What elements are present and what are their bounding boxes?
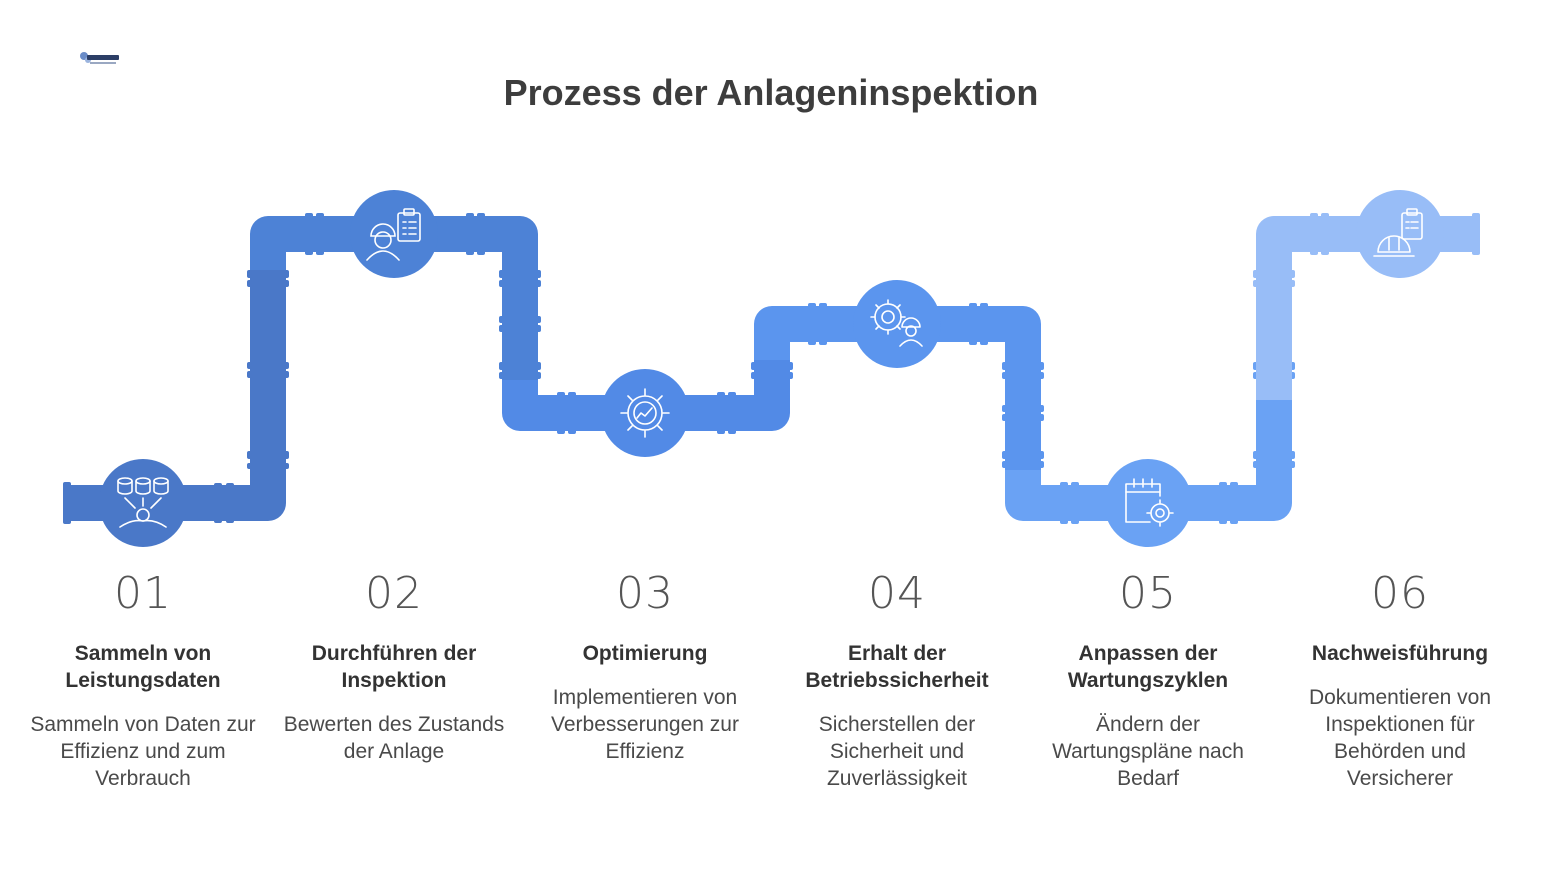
gear-trend-icon [601, 369, 689, 457]
step-description: Sammeln von Daten zur Effizienz und zum … [30, 713, 256, 790]
step-4: 04 Erhalt der Betriebssicherheit Sichers… [782, 566, 1012, 792]
step-2: 02 Durchführen der Inspektion Bewerten d… [279, 566, 509, 765]
calendar-gear-icon [1104, 459, 1192, 547]
step-description: Dokumentieren von Inspektionen für Behör… [1308, 686, 1492, 790]
step-number: 05 [1119, 568, 1177, 619]
database-analysis-icon [99, 459, 187, 547]
step-number: 04 [868, 568, 926, 619]
step-heading: Anpassen der Wartungszyklen [1067, 642, 1229, 692]
step-3: 03 Optimierung Implementieren von Verbes… [530, 566, 760, 765]
step-5: 05 Anpassen der Wartungszyklen Ändern de… [1033, 566, 1263, 792]
step-description: Sicherstellen der Sicherheit und Zuverlä… [818, 713, 976, 790]
step-number: 01 [114, 568, 172, 619]
step-heading: Nachweisführung [1311, 642, 1489, 665]
step-1: 01 Sammeln von Leistungsdaten Sammeln vo… [28, 566, 258, 792]
gear-worker-icon [853, 280, 941, 368]
brand-logo [78, 48, 122, 68]
page-title: Prozess der Anlageninspektion [503, 72, 1039, 113]
step-description: Bewerten des Zustands der Anlage [283, 713, 505, 763]
step-description: Ändern der Wartungspläne nach Bedarf [1052, 713, 1244, 790]
inspector-clipboard-icon [350, 190, 438, 278]
step-number: 02 [365, 568, 423, 619]
step-heading: Durchführen der Inspektion [311, 642, 477, 692]
step-number: 06 [1371, 568, 1429, 619]
step-heading: Erhalt der Betriebssicherheit [805, 642, 989, 692]
step-description: Implementieren von Verbesserungen zur Ef… [551, 686, 739, 763]
step-heading: Sammeln von Leistungsdaten [65, 642, 221, 692]
helmet-clipboard-icon [1356, 190, 1444, 278]
step-number: 03 [616, 568, 674, 619]
step-heading: Optimierung [582, 642, 708, 665]
step-6: 06 Nachweisführung Dokumentieren von Ins… [1285, 566, 1515, 792]
